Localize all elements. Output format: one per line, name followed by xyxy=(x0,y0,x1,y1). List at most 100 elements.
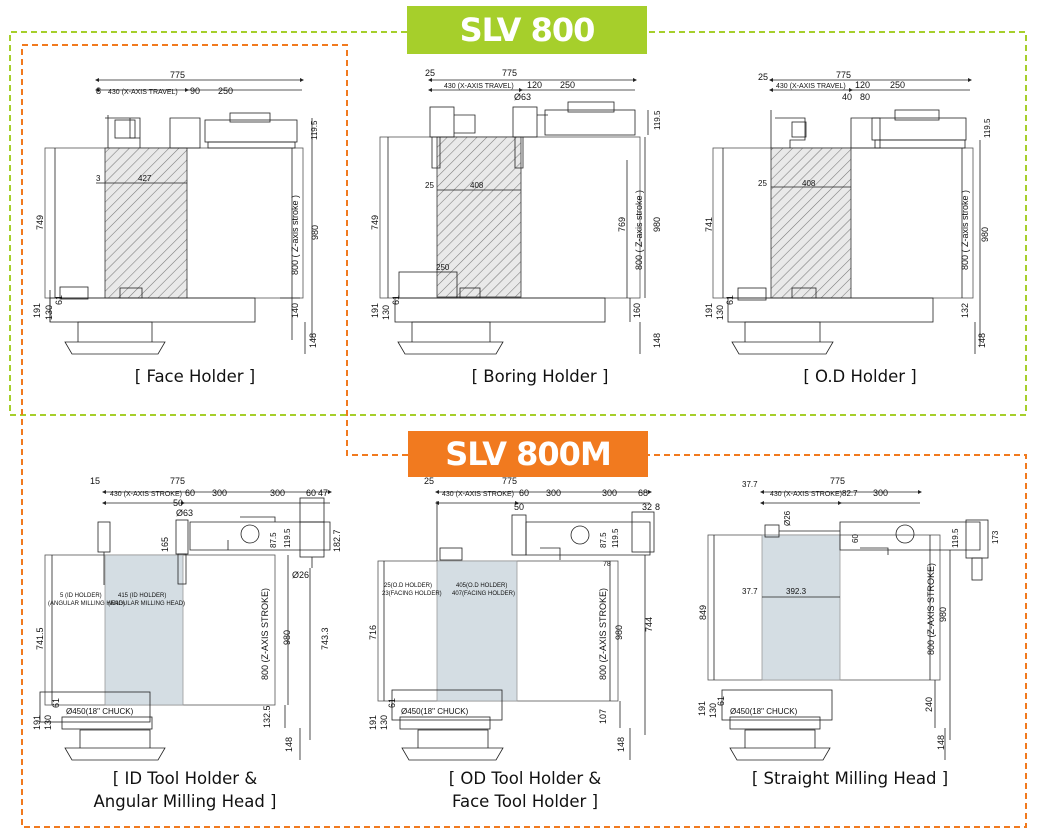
straight-dim-148: 148 xyxy=(936,735,946,750)
caption-od-holder: [ O.D Holder ] xyxy=(803,367,917,386)
idtool-dim-1195: 119.5 xyxy=(283,528,292,548)
idtool-dim-300b: 300 xyxy=(270,488,285,498)
straight-dim-430: 430 (X-AXIS STROKE) xyxy=(770,491,842,498)
odtool-note1a: 25(O.D HOLDER) xyxy=(384,583,432,589)
od-dim-80: 80 xyxy=(860,92,870,102)
odtool-dim-61: 61 xyxy=(387,698,397,708)
slv800m-frame xyxy=(21,44,1027,828)
od-dim-148: 148 xyxy=(977,333,987,348)
caption-od-tool-line2: Face Tool Holder ] xyxy=(451,792,599,811)
face-dim-749: 749 xyxy=(35,215,45,230)
odtool-dim-8: 8 xyxy=(655,502,660,512)
straight-dim-377: 37.7 xyxy=(742,480,758,489)
od-tool-holder-drawing xyxy=(377,490,655,761)
boring-dim-148: 148 xyxy=(652,333,662,348)
caption-face-holder: [ Face Holder ] xyxy=(134,367,256,386)
odtool-dim-148: 148 xyxy=(616,737,626,752)
face-dim-61: 61 xyxy=(54,295,64,305)
boring-dim-160: 160 xyxy=(632,303,642,318)
idtool-dim-61: 61 xyxy=(51,698,61,708)
face-dim-3: 3 xyxy=(96,174,101,183)
odtool-dim-430: 430 (X-AXIS STROKE) xyxy=(442,491,514,498)
caption-id-tool-line2: Angular Milling Head ] xyxy=(93,792,277,811)
boring-dim-191: 191 xyxy=(370,303,380,318)
idtool-dim-15: 15 xyxy=(90,476,100,486)
idtool-note1a: 5 (ID HOLDER) xyxy=(60,593,102,599)
straight-dim-800: 800 (Z-AXIS STROKE) xyxy=(926,563,936,655)
od-dim-191: 191 xyxy=(704,303,714,318)
odtool-dim-32: 32 xyxy=(642,502,652,512)
boring-dim-1195: 119.5 xyxy=(653,110,662,130)
od-holder-drawing xyxy=(712,78,981,355)
face-dim-430: 430 (X-AXIS TRAVEL) xyxy=(108,89,178,96)
idtool-dim-1325: 132.5 xyxy=(262,705,272,728)
idtool-dim-130: 130 xyxy=(43,715,53,730)
straight-chuck: Ø450(18" CHUCK) xyxy=(730,707,798,716)
odtool-dim-25: 25 xyxy=(424,476,434,486)
odtool-dim-716: 716 xyxy=(368,625,378,640)
odtool-dim-875: 87.5 xyxy=(599,532,608,548)
odtool-dim-60: 60 xyxy=(519,488,529,498)
od-dim-800: 800 ( Z-axis stroke ) xyxy=(960,190,970,270)
face-holder-drawing xyxy=(44,78,313,355)
face-dim-8: 8 xyxy=(96,86,101,96)
boring-dim-130: 130 xyxy=(381,305,391,320)
od-dim-130: 130 xyxy=(715,305,725,320)
odtool-dim-78: 78 xyxy=(603,561,611,568)
straight-dim-775: 775 xyxy=(830,476,845,486)
od-dim-132: 132 xyxy=(960,303,970,318)
face-dim-427: 427 xyxy=(138,174,152,183)
boring-dim-408: 408 xyxy=(470,181,484,190)
idtool-dim-875: 87.5 xyxy=(269,532,278,548)
od-dim-25b: 25 xyxy=(758,179,767,188)
idtool-dim-60b: 60 xyxy=(306,488,316,498)
idtool-dim-300a: 300 xyxy=(212,488,227,498)
face-dim-250: 250 xyxy=(218,86,233,96)
straight-dim-61: 61 xyxy=(716,696,726,706)
boring-dim-250b: 250 xyxy=(436,263,450,272)
odtool-note2a: 405(O.D HOLDER) xyxy=(456,583,507,589)
od-dim-1195: 119.5 xyxy=(983,118,992,138)
idtool-dim-430: 430 (X-AXIS STROKE) xyxy=(110,491,182,498)
face-dim-90: 90 xyxy=(190,86,200,96)
boring-holder-drawing xyxy=(379,78,649,355)
face-dim-130: 130 xyxy=(44,305,54,320)
od-dim-120: 120 xyxy=(855,80,870,90)
idtool-dim-165: 165 xyxy=(160,537,170,552)
boring-dim-800: 800 ( Z-axis stroke ) xyxy=(634,190,644,270)
odtool-note1b: 23(FACING HOLDER) xyxy=(382,591,442,597)
odtool-dim-300b: 300 xyxy=(602,488,617,498)
face-dim-1195: 119.5 xyxy=(310,120,319,140)
idtool-dim-7433: 743.3 xyxy=(320,627,330,650)
idtool-dim-980: 980 xyxy=(282,630,292,645)
od-dim-775: 775 xyxy=(836,70,851,80)
face-dim-191: 191 xyxy=(32,303,42,318)
od-dim-40: 40 xyxy=(842,92,852,102)
idtool-note2a: 415 (ID HOLDER) xyxy=(118,593,166,599)
boring-dim-769: 769 xyxy=(617,217,627,232)
idtool-dim-1827: 182.7 xyxy=(332,529,342,552)
odtool-dim-191: 191 xyxy=(368,715,378,730)
boring-dim-430: 430 (X-AXIS TRAVEL) xyxy=(444,83,514,90)
od-dim-61: 61 xyxy=(725,295,735,305)
odtool-dim-130: 130 xyxy=(379,715,389,730)
face-dim-140: 140 xyxy=(290,303,300,318)
straight-dim-191: 191 xyxy=(697,701,707,716)
face-dim-775: 775 xyxy=(170,70,185,80)
idtool-dim-148: 148 xyxy=(284,737,294,752)
idtool-dim-47: 47 xyxy=(318,488,328,498)
straight-dim-130: 130 xyxy=(708,703,718,718)
idtool-dim-60: 60 xyxy=(185,488,195,498)
odtool-dim-775: 775 xyxy=(502,476,517,486)
straight-dim-849: 849 xyxy=(698,605,708,620)
face-dim-148: 148 xyxy=(308,333,318,348)
straight-dim-300: 300 xyxy=(873,488,888,498)
idtool-dim-7415: 741.5 xyxy=(35,627,45,650)
boring-dim-749: 749 xyxy=(370,215,380,230)
odtool-dim-980: 980 xyxy=(614,625,624,640)
caption-straight-milling: [ Straight Milling Head ] xyxy=(751,769,949,788)
slv800m-title: SLV 800M xyxy=(408,431,648,477)
caption-id-tool-line1: [ ID Tool Holder & xyxy=(112,769,258,788)
